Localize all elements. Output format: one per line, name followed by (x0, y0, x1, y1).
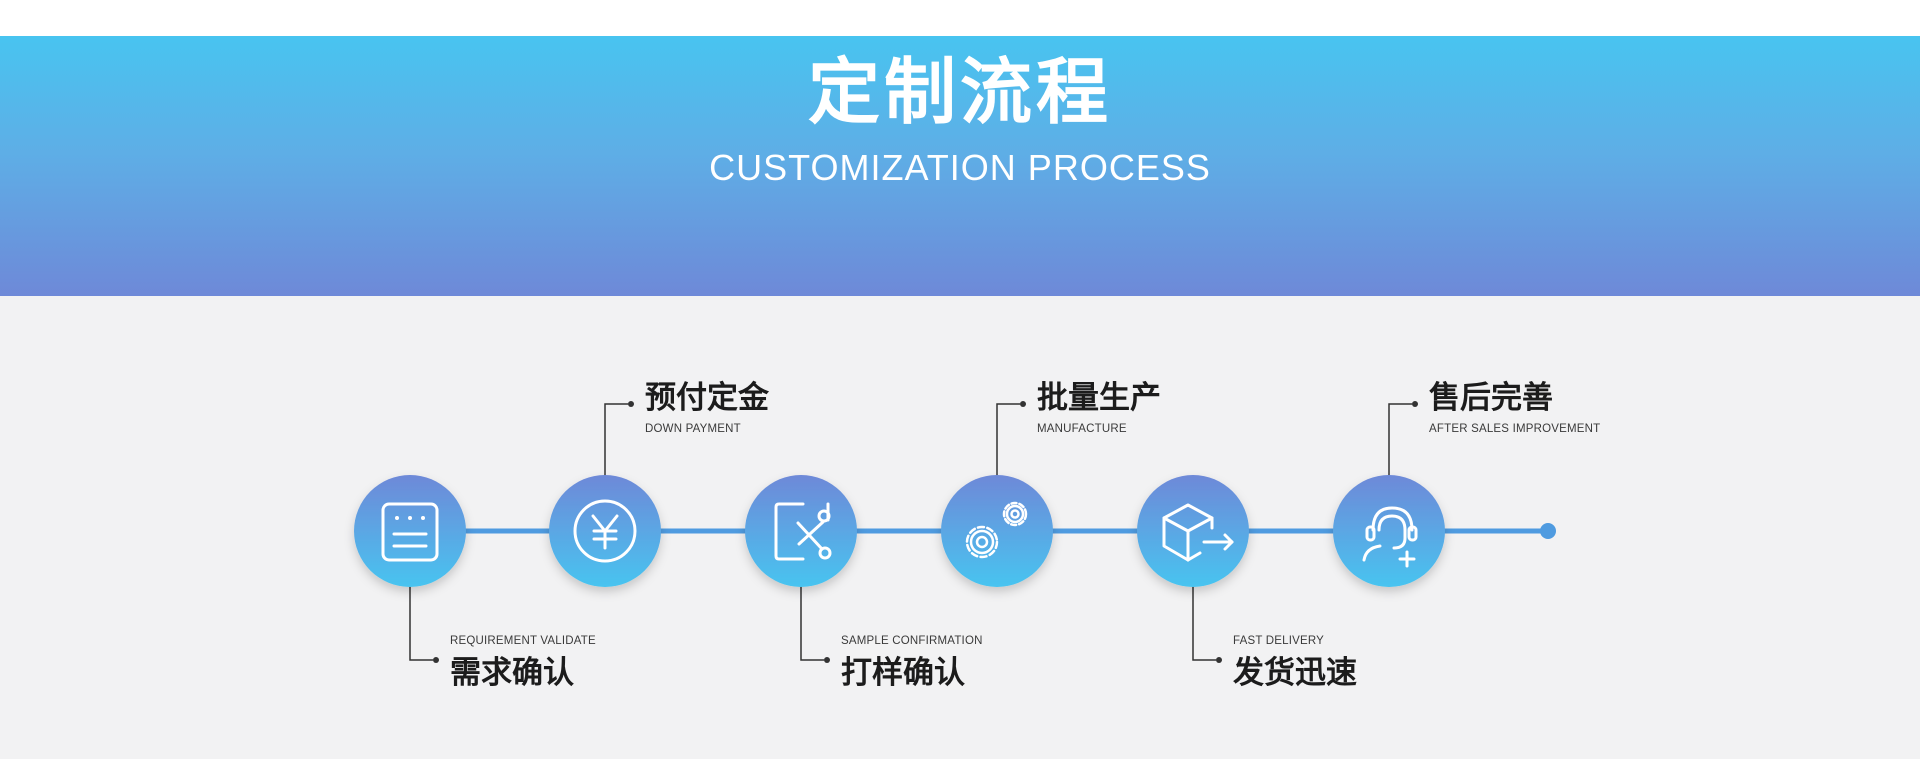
step-5-en: FAST DELIVERY (1233, 635, 1325, 647)
step-4-en: MANUFACTURE (1037, 423, 1127, 435)
connector-step-2 (604, 403, 628, 476)
connector-dot-4 (1020, 401, 1026, 407)
connector-dot-5 (1216, 657, 1222, 663)
step-6-label: 售后完善 AFTER SALES IMPROVEMENT (1429, 383, 1600, 436)
step-3-en: SAMPLE CONFIRMATION (841, 635, 983, 647)
connector-step-4 (996, 403, 1020, 476)
connector-dot-2 (628, 401, 634, 407)
yen-coin-icon (573, 499, 637, 563)
step-circle-4 (941, 475, 1053, 587)
banner-title: 定制流程 (807, 50, 1112, 134)
step-4-cn: 批量生产 (1037, 380, 1161, 416)
step-circle-3 (745, 475, 857, 587)
step-5-label: FAST DELIVERY 发货迅速 (1233, 635, 1357, 691)
step-2-en: DOWN PAYMENT (645, 423, 741, 435)
scissors-cut-icon (774, 502, 832, 561)
customer-service-icon (1362, 506, 1418, 568)
document-list-icon (381, 502, 439, 562)
banner-subtitle: CUSTOMIZATION PROCESS (709, 147, 1211, 188)
connector-step-1 (409, 586, 433, 661)
timeline-end-dot (1540, 523, 1556, 539)
step-3-cn: 打样确认 (841, 654, 965, 691)
step-1-cn: 需求确认 (450, 654, 574, 691)
connector-step-5 (1192, 586, 1216, 661)
gears-icon (965, 501, 1028, 559)
connector-dot-3 (824, 657, 830, 663)
step-6-cn: 售后完善 (1429, 380, 1553, 416)
step-1-label: REQUIREMENT VALIDATE 需求确认 (450, 635, 596, 691)
connector-dot-6 (1412, 401, 1418, 407)
step-2-label: 预付定金 DOWN PAYMENT (645, 383, 769, 436)
header-banner (0, 36, 1920, 296)
connector-step-3 (800, 586, 824, 661)
connector-dot-1 (433, 657, 439, 663)
step-circle-6 (1333, 475, 1445, 587)
step-2-cn: 预付定金 (645, 380, 769, 416)
connector-step-6 (1388, 403, 1412, 476)
step-4-label: 批量生产 MANUFACTURE (1037, 383, 1161, 436)
top-white-strip (0, 0, 1920, 36)
step-3-label: SAMPLE CONFIRMATION 打样确认 (841, 635, 983, 691)
step-circle-1 (354, 475, 466, 587)
step-1-en: REQUIREMENT VALIDATE (450, 635, 596, 647)
step-5-cn: 发货迅速 (1233, 654, 1357, 691)
step-circle-5 (1137, 475, 1249, 587)
step-6-en: AFTER SALES IMPROVEMENT (1429, 423, 1601, 435)
package-delivery-icon (1162, 503, 1234, 562)
